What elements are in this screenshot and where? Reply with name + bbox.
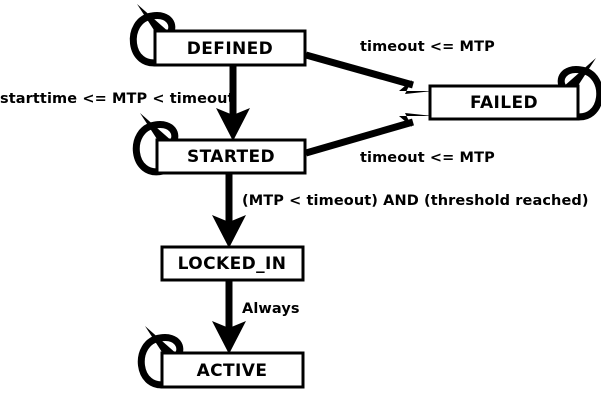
edge-defined-to-failed (305, 51, 433, 94)
state-box-active[interactable]: ACTIVE (160, 351, 305, 389)
state-box-locked-in[interactable]: LOCKED_IN (160, 245, 305, 282)
state-box-defined[interactable]: DEFINED (153, 29, 307, 67)
self-loop-defined (129, 4, 176, 67)
edge-label-always-condition: Always (242, 301, 300, 317)
edge-label-timeout-condition-top: timeout <= MTP (360, 39, 495, 55)
edge-locked-in-to-active (212, 280, 246, 354)
edge-started-to-failed (305, 113, 433, 157)
state-label-locked-in: LOCKED_IN (178, 254, 287, 274)
edge-label-starttime-condition: starttime <= MTP < timeout (0, 91, 235, 107)
state-box-failed[interactable]: FAILED (428, 84, 580, 121)
self-loop-active (137, 326, 184, 389)
state-box-started[interactable]: STARTED (155, 138, 307, 175)
edge-defined-to-started (216, 65, 250, 141)
self-loop-started (132, 113, 179, 176)
edge-label-timeout-condition-mid: timeout <= MTP (360, 150, 495, 166)
self-loop-failed (557, 58, 601, 121)
edge-label-threshold-condition: (MTP < timeout) AND (threshold reached) (242, 193, 589, 209)
state-label-defined: DEFINED (187, 39, 273, 59)
state-label-active: ACTIVE (197, 361, 268, 381)
state-label-failed: FAILED (470, 93, 538, 113)
edge-started-to-locked-in (212, 172, 246, 248)
state-label-started: STARTED (187, 147, 275, 167)
